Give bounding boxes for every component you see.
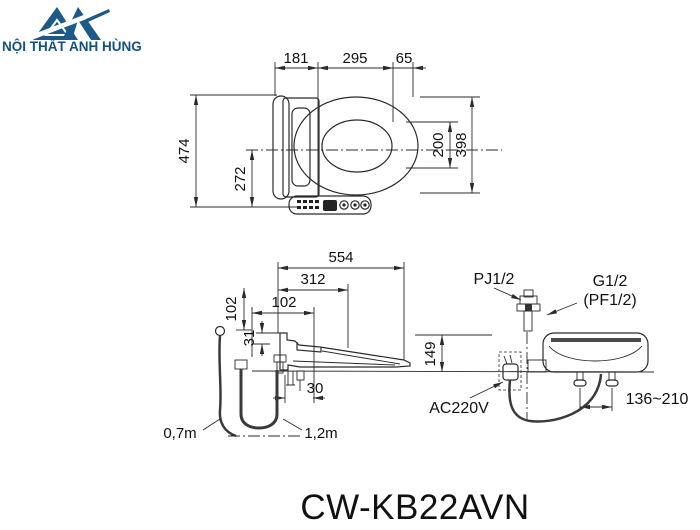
thread-type-alt-label: (PF1/2) [583,292,636,309]
brand-name: NỘI THẤT ANH HÙNG [2,39,142,54]
dim-back-label: 181 [283,50,308,67]
dim-body-length-label: 312 [300,271,325,288]
rear-view-drawing: 136~210 PJ1/2 G1/2 (PF1/2) [429,271,689,423]
water-valve [516,289,541,332]
control-panel [288,195,372,215]
seat-unit-plan-outline [272,95,419,200]
bolt-pitch-label: 136~210 [626,391,689,408]
power-plug [498,351,603,423]
dim-seat-width-label: 398 [453,132,470,157]
brand-logo: NỘI THẤT ANH HÙNG [0,0,142,60]
seat-unit-rear-outline [527,332,649,387]
dim-bowl-width-label: 200 [430,132,447,157]
thread-type-label: G1/2 [593,273,628,290]
brand-logo-mark [26,7,110,41]
dim-front-label: 65 [396,50,413,67]
power-label: AC220V [429,400,489,417]
supply-hose [234,359,279,430]
hose-supply-length-label: 1,2m [304,425,337,442]
dim-step-label: 31 [241,330,258,347]
dim-total-depth-label: 474 [176,138,193,163]
dim-inlet-offset-h-label: 102 [271,294,296,311]
dim-panel-depth-label: 272 [232,166,249,191]
dim-mid-label: 295 [342,50,367,67]
dim-height-label: 149 [422,341,439,366]
dim-bolt-offset-label: 30 [307,380,324,397]
dim-total-length-label: 554 [328,249,353,266]
dim-inlet-offset-v-label: 102 [223,296,240,321]
hose-spray-length-label: 0,7m [163,425,196,442]
seat-unit-side-outline [279,332,411,371]
logo-mountains-icon [26,7,110,41]
top-view-drawing: 181 295 65 474 272 200 398 [176,50,502,215]
inlet-type-label: PJ1/2 [474,271,515,288]
side-view-drawing: 554 312 102 102 31 30 149 [163,249,655,442]
spray-hose [214,325,237,438]
mounting-fittings [273,354,305,391]
model-title: CW-KB22AVN [300,488,530,527]
